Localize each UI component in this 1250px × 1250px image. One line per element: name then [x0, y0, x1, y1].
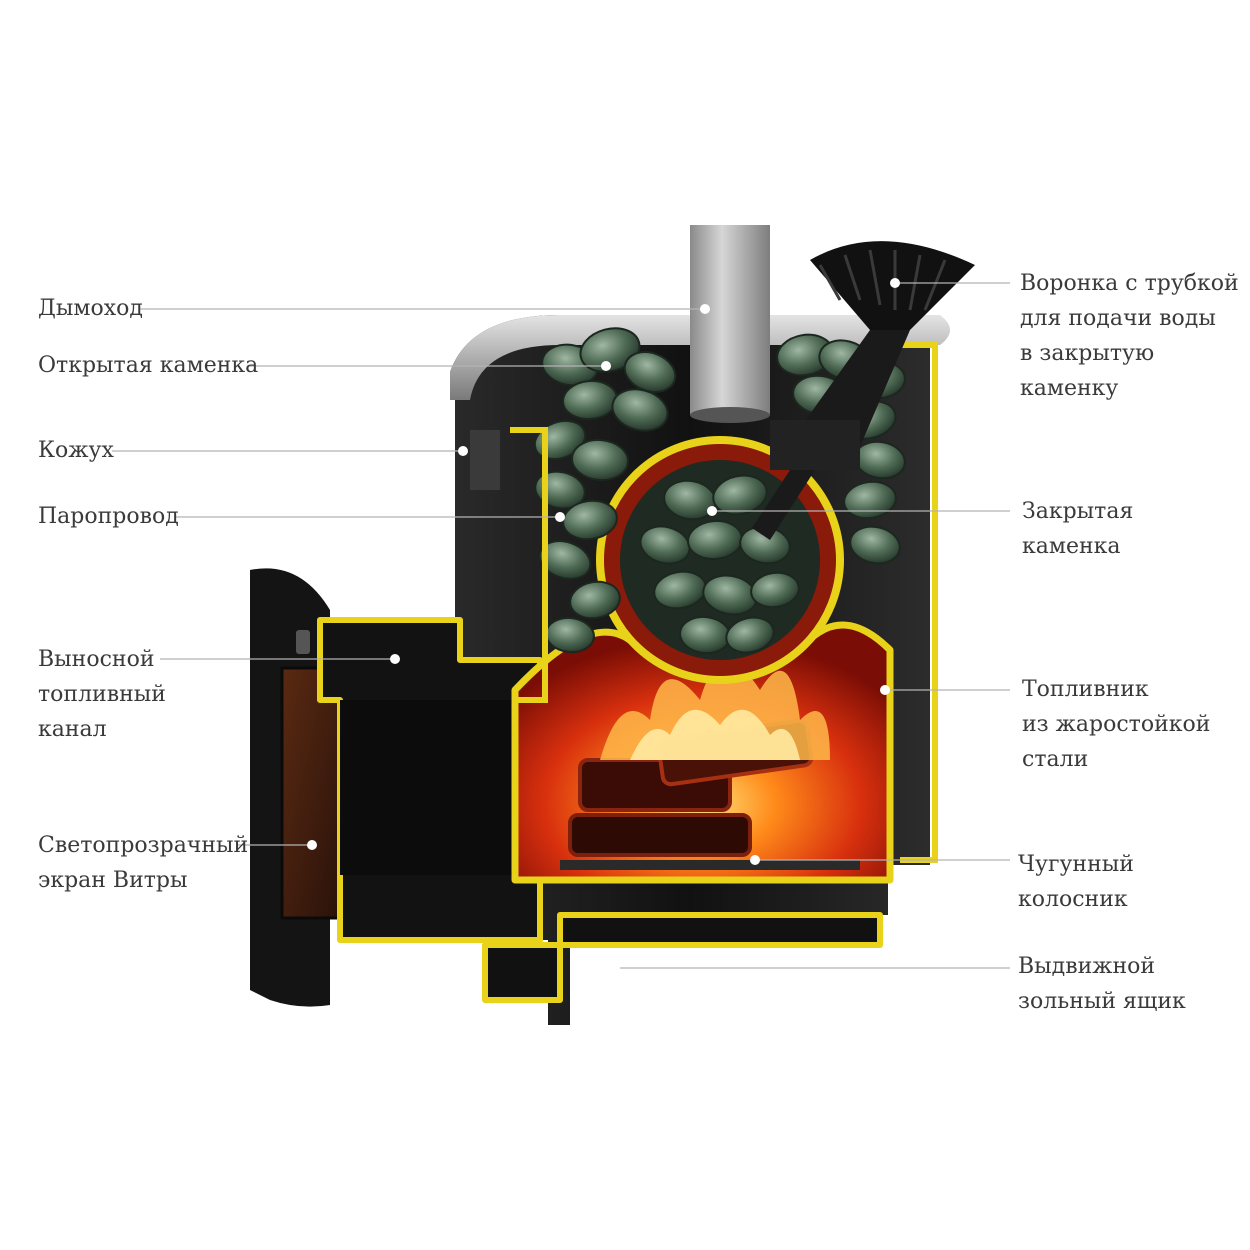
label-line: Топливник	[1022, 677, 1149, 702]
ash-box	[482, 912, 883, 1003]
closed-stones	[639, 474, 800, 655]
stone	[579, 327, 641, 373]
label-line: из жаростойкой	[1022, 712, 1211, 737]
label-vitra-screen: Светопрозрачный экран Витры	[38, 828, 248, 898]
label-water-funnel: Воронка с трубкой для подачи воды в закр…	[1020, 266, 1239, 406]
label-line: Закрытая	[1022, 499, 1134, 524]
label-line: зольный ящик	[1018, 989, 1186, 1014]
leader-dot	[601, 361, 611, 371]
label-line: Выдвижной	[1018, 954, 1156, 979]
leader-dot	[880, 685, 890, 695]
label-line: стали	[1022, 747, 1089, 772]
label-line: экран Витры	[38, 868, 188, 893]
label-line: топливный	[38, 682, 166, 707]
stone	[849, 525, 901, 565]
label-chimney: Дымоход	[38, 291, 143, 326]
leader-lines	[112, 278, 1010, 973]
stone	[725, 616, 775, 654]
label-steam-duct: Паропровод	[38, 499, 179, 534]
stone	[750, 571, 800, 609]
label-cast-iron-grate: Чугунный колосник	[1018, 847, 1134, 917]
stone	[569, 580, 621, 620]
leader-dot	[458, 446, 468, 456]
label-line: Чугунный	[1018, 852, 1134, 877]
label-open-heater: Открытая каменка	[38, 348, 258, 383]
stone	[611, 388, 669, 432]
stone	[843, 480, 897, 520]
leader-dot	[610, 963, 620, 973]
label-line: Светопрозрачный	[38, 833, 249, 858]
leader-dot	[707, 506, 717, 516]
stone	[538, 540, 592, 580]
label-line: Воронка с трубкой	[1020, 271, 1239, 296]
label-remote-fuel-channel: Выносной топливный канал	[38, 642, 166, 747]
leader-dot	[307, 840, 317, 850]
label-line: для подачи воды	[1020, 306, 1216, 331]
leader-dot	[390, 654, 400, 664]
leader-dot	[890, 278, 900, 288]
label-firebox: Топливник из жаростойкой стали	[1022, 672, 1210, 777]
leader-dot	[700, 304, 710, 314]
leader-dot	[555, 512, 565, 522]
label-line: Паропровод	[38, 504, 179, 529]
cut-outline-left	[510, 427, 548, 703]
label-line: Открытая каменка	[38, 353, 259, 378]
label-line: колосник	[1018, 887, 1128, 912]
label-line: Дымоход	[38, 296, 143, 321]
label-line: Выносной	[38, 647, 155, 672]
label-line: каменка	[1022, 534, 1121, 559]
firebox	[511, 621, 894, 884]
leader-dot	[750, 855, 760, 865]
label-line: канал	[38, 717, 107, 742]
stone	[639, 525, 691, 565]
label-closed-heater: Закрытая каменка	[1022, 494, 1133, 564]
front-door	[250, 568, 342, 1007]
label-ash-box: Выдвижной зольный ящик	[1018, 949, 1186, 1019]
stone	[712, 474, 768, 516]
chimney-pipe	[690, 225, 770, 423]
label-line: в закрытую	[1020, 341, 1155, 366]
label-line: каменку	[1020, 376, 1119, 401]
stone	[562, 499, 618, 541]
label-line: Кожух	[38, 438, 114, 463]
stone	[571, 438, 629, 482]
fuel-channel	[317, 617, 555, 943]
label-casing: Кожух	[38, 433, 114, 468]
